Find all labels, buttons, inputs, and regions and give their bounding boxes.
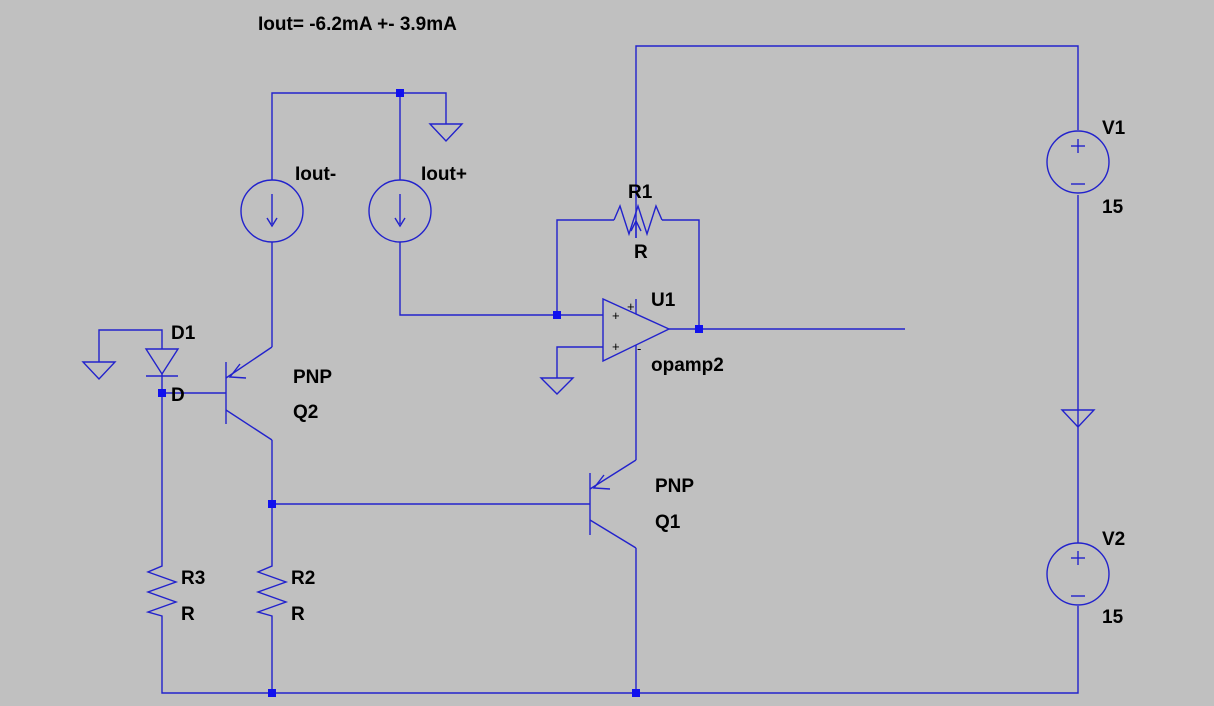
resistor-r2 (255, 560, 289, 622)
junction-dot (268, 500, 276, 508)
current-source-iout-plus (368, 179, 432, 243)
voltage-source-v1 (1046, 130, 1110, 194)
v1-name-label: V1 (1102, 118, 1126, 139)
wire-top-ground-net (271, 92, 447, 180)
opamp-plus-pin-bottom: + (612, 339, 620, 354)
iout-minus-label: Iout- (295, 164, 336, 185)
transistor-q2 (225, 346, 273, 441)
opamp-plus-pin-top: + (612, 308, 620, 323)
r2-value-label: R (291, 604, 305, 625)
d1-model-label: D (171, 385, 185, 406)
junction-dot (396, 89, 404, 97)
wire-r1-left (556, 219, 614, 315)
junction-dot (632, 689, 640, 697)
resistor-r3 (145, 560, 179, 622)
wires (98, 45, 1079, 694)
wire-top-rail (635, 45, 1079, 238)
wire-opamp-lower-input (556, 346, 603, 378)
r1-name-label: R1 (628, 182, 653, 203)
wire-bottom-rail (161, 606, 1079, 694)
q2-name-label: Q2 (293, 402, 318, 423)
wire-iout-plus-to-opamp (399, 242, 603, 316)
junction-dot (268, 689, 276, 697)
diode-d1 (144, 342, 180, 378)
r1-value-label: R (634, 242, 648, 263)
resistor-r1 (613, 203, 663, 238)
junction-dot (158, 389, 166, 397)
ground-symbol-diode (81, 361, 117, 381)
q1-name-label: Q1 (655, 512, 681, 533)
u1-name-label: U1 (651, 290, 676, 311)
ground-symbol-opamp (539, 377, 575, 395)
junction-dot (695, 325, 703, 333)
v1-value-label: 15 (1102, 197, 1124, 218)
iout-plus-label: Iout+ (421, 164, 467, 185)
v2-value-label: 15 (1102, 607, 1124, 628)
opamp-supply-minus-pin: - (637, 341, 641, 356)
r3-name-label: R3 (181, 568, 205, 589)
junction-dot (553, 311, 561, 319)
ground-symbol-midpoint (1060, 409, 1096, 429)
opamp-supply-plus-pin: + (627, 299, 635, 314)
voltage-source-v2 (1046, 542, 1110, 606)
current-annotation: Iout= -6.2mA +- 3.9mA (258, 14, 457, 35)
transistor-q1 (589, 459, 637, 549)
v2-name-label: V2 (1102, 529, 1125, 550)
wire-d1-ground (98, 329, 163, 362)
q2-model-label: PNP (293, 367, 332, 388)
ground-symbol-top (428, 123, 464, 143)
junctions (158, 89, 703, 697)
r3-value-label: R (181, 604, 195, 625)
current-source-iout-minus (240, 179, 304, 243)
wire-r1-right (662, 219, 700, 329)
d1-name-label: D1 (171, 323, 196, 344)
r2-name-label: R2 (291, 568, 315, 589)
q1-model-label: PNP (655, 476, 694, 497)
opamp-u1 (602, 297, 671, 363)
u1-model-label: opamp2 (651, 355, 724, 376)
